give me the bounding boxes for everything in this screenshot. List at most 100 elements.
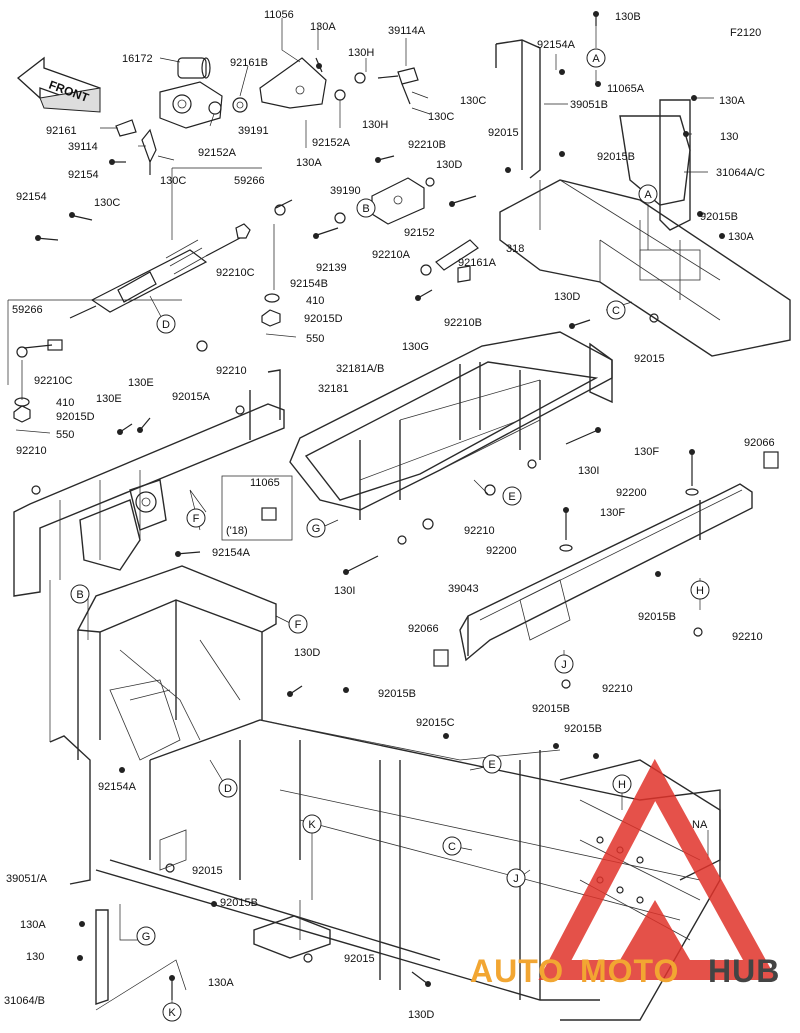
part-label: 130C xyxy=(428,111,454,123)
part-label: 130E xyxy=(96,393,122,405)
part-label: 130D xyxy=(436,159,462,171)
callout-letter: A xyxy=(592,53,600,65)
part-label: 92066 xyxy=(744,437,775,449)
part-label: 130A xyxy=(310,21,336,33)
callout-ring xyxy=(218,778,238,798)
callout-circle: G xyxy=(136,926,156,946)
part-label: 92015 xyxy=(488,127,519,139)
callout-letter: K xyxy=(308,819,316,831)
callout-ring xyxy=(162,1002,182,1022)
part-label: 92015B xyxy=(700,211,738,223)
part-label: 318 xyxy=(506,243,524,255)
autohub-watermark-logo xyxy=(538,758,777,980)
callout-circle: C xyxy=(606,300,626,320)
callout-letter: E xyxy=(508,491,515,503)
callout-letter: F xyxy=(295,619,302,631)
callout-ring xyxy=(690,580,710,600)
callout-ring xyxy=(482,754,502,774)
callout-letter: G xyxy=(142,931,151,943)
callout-letter: H xyxy=(696,585,704,597)
part-label: 130H xyxy=(362,119,388,131)
part-label: 130C xyxy=(94,197,120,209)
callout-letter: J xyxy=(561,659,567,671)
part-label: F2120 xyxy=(730,27,761,39)
part-label: 130A xyxy=(296,157,322,169)
part-label: 130H xyxy=(348,47,374,59)
part-label: 92210C xyxy=(216,267,255,279)
part-label: 130C xyxy=(460,95,486,107)
callout-letter: J xyxy=(513,873,519,885)
front-arrow-icon xyxy=(16,56,101,113)
part-label: 92161B xyxy=(230,57,268,69)
part-label: 130 xyxy=(720,131,738,143)
callout-ring xyxy=(302,814,322,834)
part-label: 39190 xyxy=(330,185,361,197)
part-label: 550 xyxy=(306,333,324,345)
callout-circle: H xyxy=(690,580,710,600)
part-label: 92210 xyxy=(602,683,633,695)
part-label: 92015C xyxy=(416,717,455,729)
part-label: 92210 xyxy=(732,631,763,643)
callout-ring xyxy=(442,836,462,856)
part-label: 92015B xyxy=(220,897,258,909)
part-label: 92015 xyxy=(344,953,375,965)
callout-circle: J xyxy=(506,868,526,888)
callout-ring xyxy=(606,300,626,320)
watermark-text-moto: MOTO xyxy=(580,953,679,989)
part-label: 550 xyxy=(56,429,74,441)
callout-ring xyxy=(638,184,658,204)
part-label: 92154A xyxy=(212,547,251,559)
callout-circle: E xyxy=(482,754,502,774)
year-note: ('18) xyxy=(226,525,248,537)
part-label: 92139 xyxy=(316,262,347,274)
callout-letter: B xyxy=(362,203,369,215)
callout-circle: A xyxy=(638,184,658,204)
callout-circle: B xyxy=(70,584,90,604)
part-label: 92152A xyxy=(198,147,237,159)
callout-letter: C xyxy=(612,305,620,317)
part-label: 92154A xyxy=(537,39,576,51)
part-label: 92200 xyxy=(486,545,517,557)
part-label: 32181 xyxy=(318,383,349,395)
part-label: 130I xyxy=(578,465,599,477)
part-label: 130I xyxy=(334,585,355,597)
watermark-text-auto: AUTO xyxy=(470,953,564,989)
part-label: 92154A xyxy=(98,781,137,793)
part-label: 92015B xyxy=(597,151,635,163)
part-label: 11065 xyxy=(250,477,280,489)
part-label: 92154 xyxy=(68,169,99,181)
part-label: 39051B xyxy=(570,99,608,111)
part-label: 39114A xyxy=(388,25,426,37)
callout-circle: G xyxy=(306,518,326,538)
part-label: 130C xyxy=(160,175,186,187)
part-label: 92015 xyxy=(192,865,223,877)
part-label: 11056 xyxy=(264,9,294,21)
part-label: 130A xyxy=(20,919,46,931)
part-label: 39114 xyxy=(68,141,98,153)
callout-circle: E xyxy=(502,486,522,506)
callout-ring xyxy=(554,654,574,674)
part-label: NA xyxy=(692,819,708,831)
rear-subframe-39043 xyxy=(433,449,779,689)
callout-circle: D xyxy=(218,778,238,798)
part-label: 130D xyxy=(554,291,580,303)
part-label: 59266 xyxy=(234,175,265,187)
part-label: 92154 xyxy=(16,191,47,203)
callout-ring xyxy=(356,198,376,218)
part-label: 92161A xyxy=(458,257,497,269)
part-label: 130G xyxy=(402,341,429,353)
part-label: 92210 xyxy=(216,365,247,377)
callout-circle: B xyxy=(356,198,376,218)
part-label: 39051/A xyxy=(6,873,48,885)
callout-circle: F xyxy=(288,614,308,634)
callout-letter: A xyxy=(644,189,652,201)
callout-ring xyxy=(502,486,522,506)
upper-frame-32181AB xyxy=(289,331,613,575)
callout-circle: A xyxy=(586,48,606,68)
callout-letter: B xyxy=(76,589,83,601)
part-label: 130A xyxy=(719,95,745,107)
part-label: 130A xyxy=(728,231,754,243)
callout-circle: J xyxy=(554,654,574,674)
